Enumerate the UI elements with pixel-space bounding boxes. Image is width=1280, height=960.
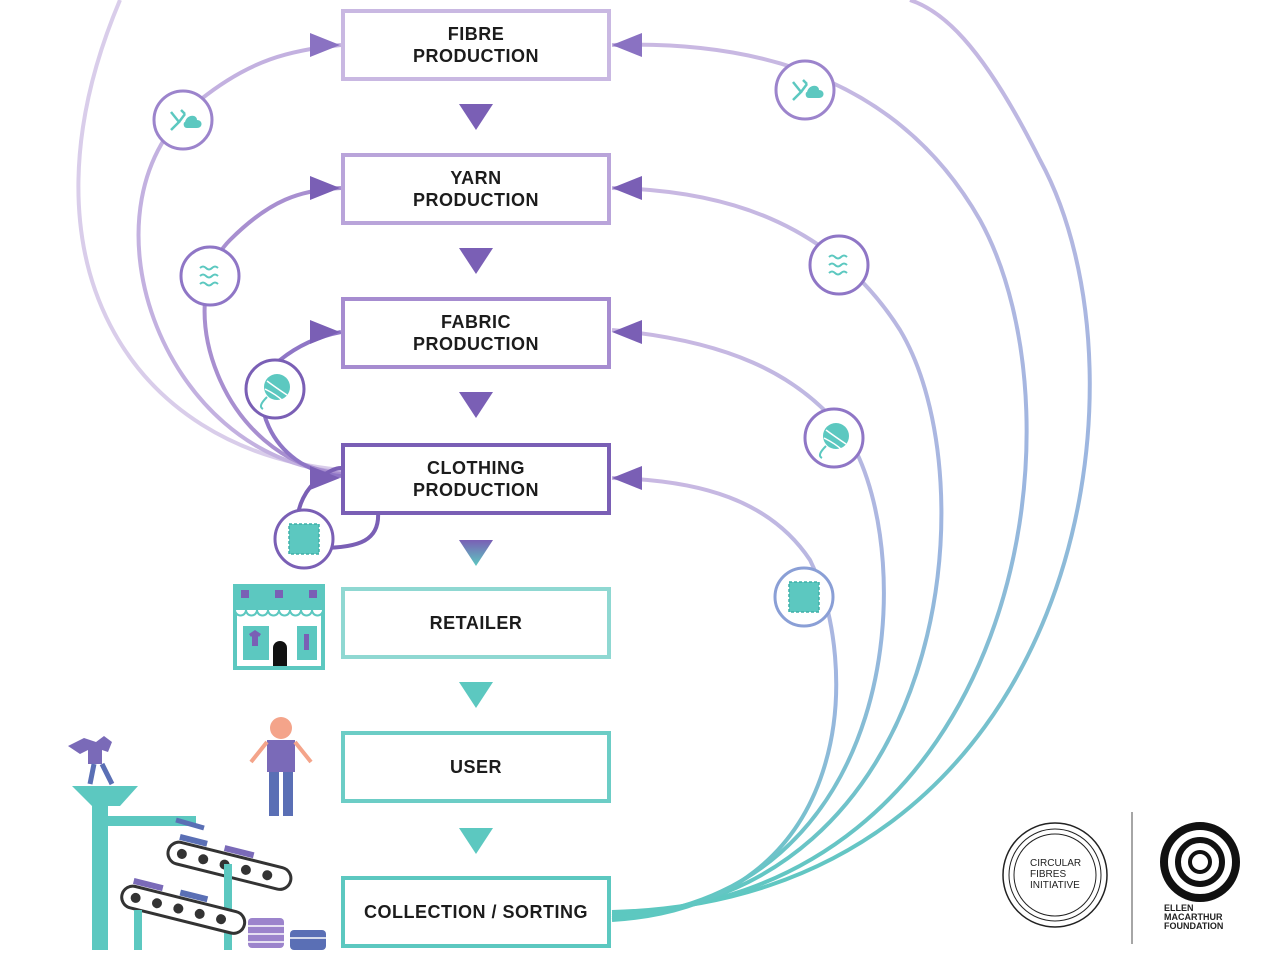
arrowhead-fibre-left (310, 33, 340, 57)
sorting-machine-icon (68, 736, 326, 950)
arrowhead-fibre-right (612, 33, 642, 57)
loop-icons (152, 59, 870, 628)
emf-logo-text: ELLEN MACARTHUR FOUNDATION (1164, 903, 1224, 931)
stage-collection-sorting: COLLECTION / SORTING (341, 876, 611, 948)
cfi-logo (1002, 822, 1108, 928)
shop-icon (233, 584, 325, 670)
stage-label: CLOTHING PRODUCTION (413, 458, 539, 500)
arrowhead-fabric-left (310, 320, 340, 344)
down-arrow-6 (459, 828, 493, 854)
stage-label: USER (449, 757, 502, 777)
arrowhead-clothing-left (310, 466, 340, 490)
loop-clothing-to-fibre (136, 43, 342, 474)
downflow-arrows (459, 104, 493, 854)
down-arrow-5 (459, 682, 493, 708)
stage-user: USER (341, 731, 611, 803)
loop-collection-to-clothing (611, 476, 839, 922)
stage-label: YARN PRODUCTION (413, 168, 539, 210)
stage-clothing-production: CLOTHING PRODUCTION (341, 443, 611, 515)
stage-label: FIBRE PRODUCTION (413, 24, 539, 66)
fabric-swatch-icon (773, 566, 835, 628)
stage-yarn-production: YARN PRODUCTION (341, 153, 611, 225)
down-arrow-3 (459, 392, 493, 418)
yarn-ball-icon (244, 358, 306, 420)
yarn-ball-icon (803, 407, 865, 469)
loop-clothing-to-top-left (76, 0, 342, 472)
down-arrow-2 (459, 248, 493, 274)
inflow-arrowheads (310, 33, 642, 490)
person-icon (249, 717, 313, 816)
yarn-wave-icon (179, 245, 241, 307)
down-arrow-1 (459, 104, 493, 130)
stage-fibre-production: FIBRE PRODUCTION (341, 9, 611, 81)
fibre-molecule-icon (774, 59, 836, 121)
arrowhead-clothing-right (612, 466, 642, 490)
yarn-wave-icon (808, 234, 870, 296)
arrowhead-fabric-right (612, 320, 642, 344)
stage-label: RETAILER (429, 613, 523, 633)
stage-fabric-production: FABRIC PRODUCTION (341, 297, 611, 369)
loop-collection-to-top-right (611, 0, 1092, 914)
stage-retailer: RETAILER (341, 587, 611, 659)
arrowhead-yarn-left (310, 176, 340, 200)
loop-collection-to-fabric (611, 328, 886, 920)
arrowhead-yarn-right (612, 176, 642, 200)
fabric-swatch-icon (273, 508, 335, 570)
stage-label: FABRIC PRODUCTION (413, 312, 539, 354)
stage-label: COLLECTION / SORTING (364, 902, 588, 922)
down-arrow-4 (459, 540, 493, 566)
fibre-molecule-icon (152, 89, 214, 151)
cfi-logo-text: CIRCULAR FIBRES INITIATIVE (1030, 858, 1082, 891)
loop-collection-to-fibre (611, 42, 1029, 916)
loop-collection-to-yarn (611, 186, 944, 918)
emf-logo-mark (1160, 822, 1240, 902)
